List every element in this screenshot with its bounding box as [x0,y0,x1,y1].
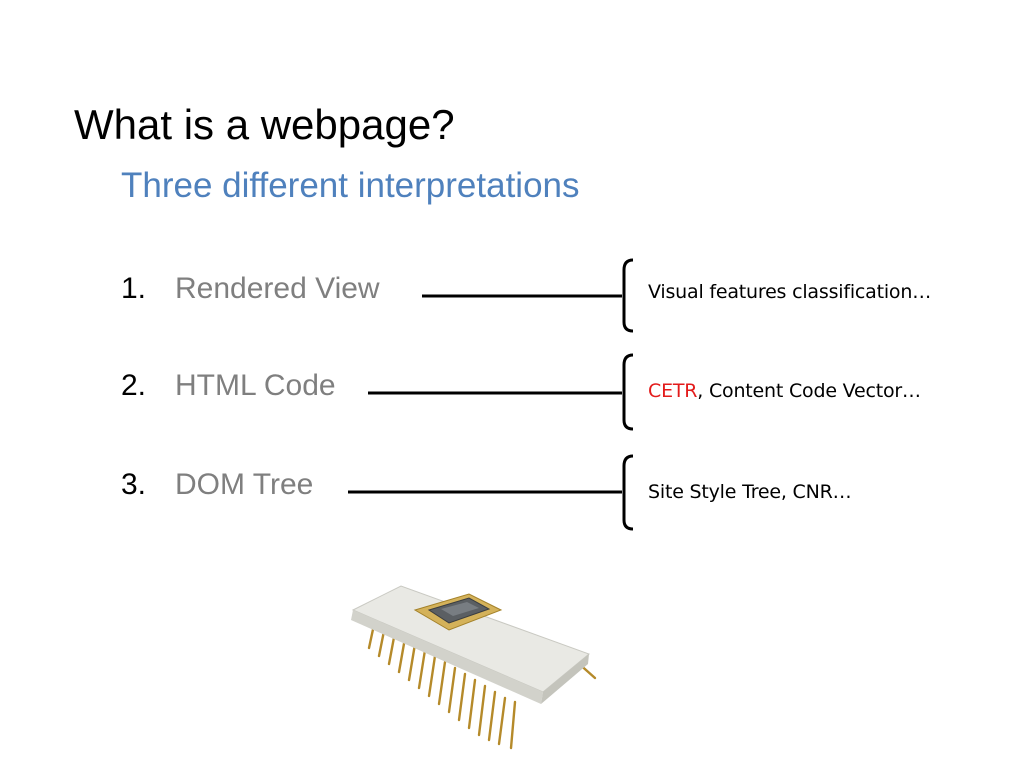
note-rendered-view: Visual features classification… [648,281,931,304]
list-item-label: HTML Code [175,369,336,402]
note-text: Visual features classification… [648,281,931,303]
list-item-label: Rendered View [175,272,380,305]
note-html-code: CETR, Content Code Vector… [648,380,921,403]
note-highlight: CETR [648,380,698,402]
note-dom-tree: Site Style Tree, CNR… [648,481,852,504]
bracket-2 [622,353,634,431]
list-item-number: 3. [121,468,147,501]
list-item-html-code: 2. HTML Code [121,369,336,402]
list-item-number: 1. [121,272,147,305]
microchip-icon [351,585,597,750]
list-item-dom-tree: 3. DOM Tree [121,468,313,501]
list-item-label: DOM Tree [175,468,314,501]
list-item-rendered-view: 1. Rendered View [121,272,380,305]
bracket-3 [622,454,634,531]
note-text: Site Style Tree, CNR… [648,481,852,503]
note-text: , Content Code Vector… [697,380,921,402]
slide-title: What is a webpage? [74,101,455,148]
bracket-1 [622,258,634,333]
list-item-number: 2. [121,369,147,402]
slide-subtitle: Three different interpretations [121,166,580,205]
